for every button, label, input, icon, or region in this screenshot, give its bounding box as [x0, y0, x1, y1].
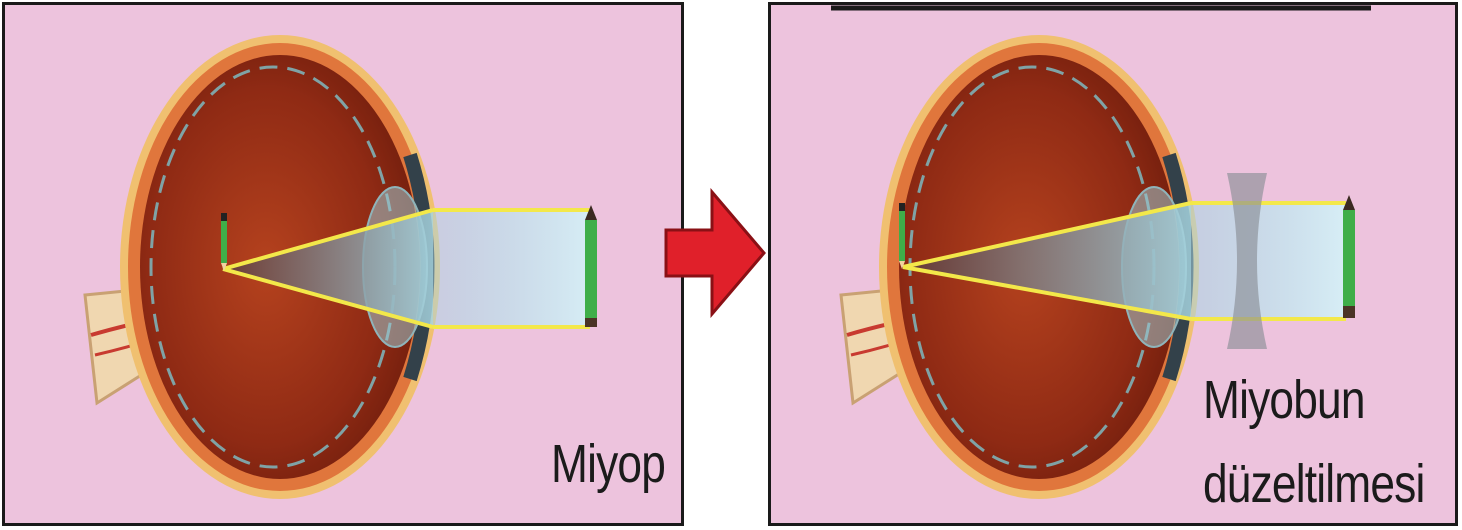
image-pencil-icon [899, 203, 905, 269]
pencil-icon [1343, 195, 1355, 318]
myopia-caption: Miyop [551, 435, 665, 493]
pencil-icon [585, 205, 597, 327]
correction-caption-line1: Miyobun [1203, 371, 1365, 429]
myopia-correction-panel: Miyobun düzeltilmesi [768, 2, 1458, 526]
image-pencil-icon [221, 213, 227, 271]
corrected-eye-diagram [771, 5, 1458, 526]
myopia-panel: Miyop [2, 2, 684, 526]
arrow-right-icon [660, 188, 770, 318]
correction-caption-line2: düzeltilmesi [1203, 455, 1424, 513]
